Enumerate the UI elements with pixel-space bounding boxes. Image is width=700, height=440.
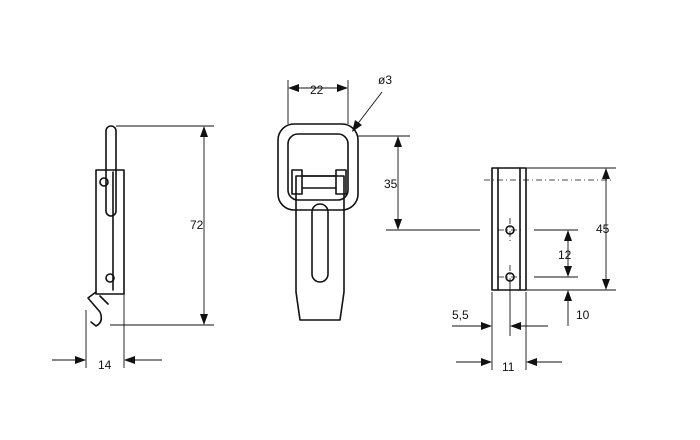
front-bail-outer <box>277 123 359 211</box>
arrow-35-top <box>394 136 402 147</box>
arrow-55-right <box>510 322 521 330</box>
side-body <box>95 169 125 295</box>
arrow-11-right <box>526 358 537 366</box>
arrow-14-right <box>124 356 135 364</box>
front-lug-right <box>335 169 347 195</box>
leader-diameter <box>355 91 383 127</box>
arrow-72-bottom <box>200 314 208 325</box>
arrow-diameter <box>352 120 362 132</box>
arrow-72-top <box>200 126 208 137</box>
front-bail-inner <box>287 133 349 201</box>
arrow-55-left <box>481 322 492 330</box>
latch-front-view: 22 ø3 35 <box>277 73 480 321</box>
arrow-10 <box>564 290 572 301</box>
side-hook-inner <box>99 295 109 305</box>
label-45: 45 <box>596 222 610 236</box>
side-hook <box>87 291 103 327</box>
arrow-12-bottom <box>564 266 572 277</box>
label-diameter: ø3 <box>378 73 392 87</box>
arrow-35-bottom <box>394 219 402 230</box>
label-55: 5,5 <box>452 308 469 322</box>
arrow-45-top <box>602 168 610 179</box>
arrow-22-right <box>337 84 348 92</box>
arrow-11-left <box>481 358 492 366</box>
front-lever-plate <box>295 175 345 321</box>
front-slot <box>311 203 329 283</box>
label-72: 72 <box>190 218 204 232</box>
label-35: 35 <box>384 177 398 191</box>
arrow-22-left <box>288 84 299 92</box>
keeper-view: 45 12 10 5,5 11 <box>452 167 616 374</box>
side-rivet-top <box>99 177 109 187</box>
label-14: 14 <box>98 358 112 372</box>
side-bail-rod <box>105 125 117 217</box>
front-lug-left <box>291 169 303 195</box>
label-10: 10 <box>576 308 590 322</box>
arrow-45-bottom <box>602 279 610 290</box>
label-12: 12 <box>558 248 572 262</box>
keeper-body <box>491 167 527 291</box>
arrow-14-left <box>75 356 86 364</box>
arrow-12-top <box>564 230 572 241</box>
label-11: 11 <box>502 360 515 374</box>
side-rivet-bottom <box>105 273 115 283</box>
label-22: 22 <box>310 83 324 97</box>
latch-side-view: 72 14 <box>52 125 214 372</box>
